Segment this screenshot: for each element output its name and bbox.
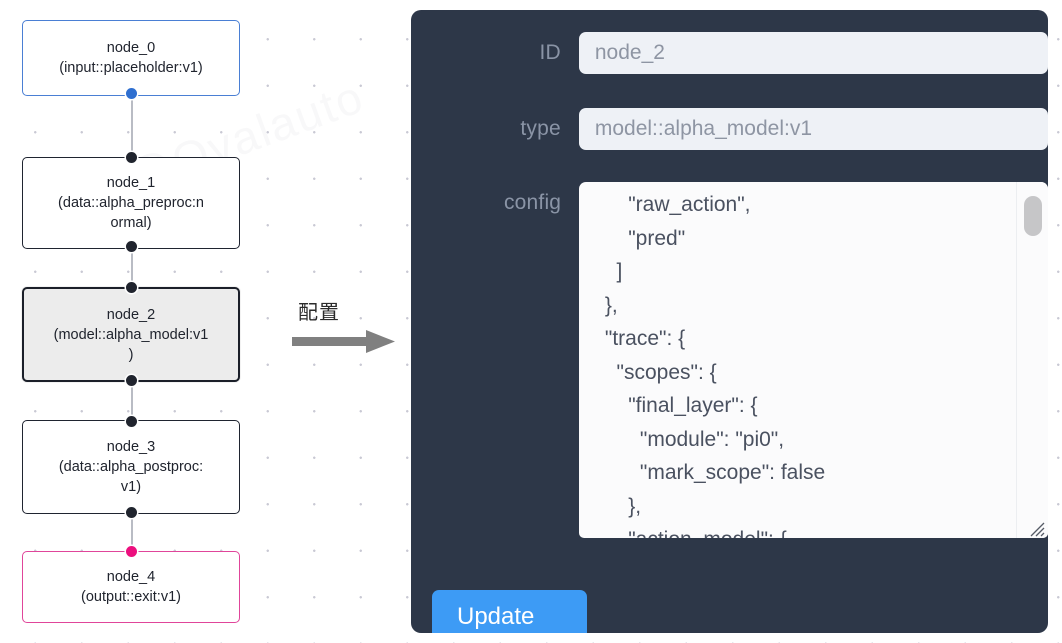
config-scrollbar-thumb[interactable]	[1024, 196, 1042, 236]
graph-node-node_1[interactable]: node_1 (data::alpha_preproc:n ormal)	[22, 157, 240, 249]
node-type-label-cont: v1)	[120, 479, 142, 495]
right-arrow-icon	[292, 330, 395, 353]
type-input[interactable]	[578, 108, 1048, 150]
config-textarea-wrapper[interactable]: "raw_action", "pred" ] }, "trace": { "sc…	[579, 182, 1048, 538]
graph-node-node_4[interactable]: node_4 (output::exit:v1)	[22, 551, 240, 623]
graph-node-node_2[interactable]: node_2 (model::alpha_model:v1 )	[22, 287, 240, 382]
edge-node1-node2	[130, 246, 133, 289]
config-scrollbar[interactable]	[1016, 182, 1048, 538]
field-row-id: ID	[411, 32, 1048, 74]
node-port-node0-output[interactable]	[126, 88, 137, 99]
type-field-label: type	[520, 117, 561, 140]
edge-node2-node3	[130, 379, 133, 422]
node-port-node1-output[interactable]	[126, 241, 137, 252]
node-port-node1-input[interactable]	[126, 152, 137, 163]
node-id-label: node_0	[106, 40, 156, 56]
node-type-label: (data::alpha_preproc:n	[58, 195, 204, 211]
config-field-label: config	[503, 191, 562, 214]
id-input[interactable]	[578, 32, 1048, 74]
node-id-label: node_4	[106, 569, 156, 585]
node-port-node4-input[interactable]	[126, 546, 137, 557]
node-type-label: (model::alpha_model:v1	[53, 326, 209, 343]
node-port-node3-output[interactable]	[126, 507, 137, 518]
node-id-label: node_3	[106, 439, 156, 455]
graph-node-node_0[interactable]: node_0 (input::placeholder:v1)	[22, 20, 240, 96]
node-id-label: node_1	[106, 175, 156, 191]
node-id-label: node_2	[106, 306, 156, 323]
node-config-panel: ID type config "raw_action", "pred" ] },…	[411, 10, 1048, 633]
node-port-node3-input[interactable]	[126, 416, 137, 427]
edge-node0-node1	[130, 93, 133, 157]
node-type-label: (input::placeholder:v1)	[59, 60, 203, 76]
node-type-label: (output::exit:v1)	[81, 589, 181, 605]
node-type-label-cont: )	[128, 346, 134, 363]
node-type-label: (data::alpha_postproc:	[58, 459, 204, 475]
annotation-label: 配置	[298, 300, 340, 324]
field-row-type: type	[411, 108, 1048, 150]
id-field-label: ID	[539, 41, 561, 64]
node-type-label-cont: ormal)	[110, 215, 152, 231]
resize-handle-icon[interactable]	[1026, 517, 1046, 537]
edge-node3-node4	[130, 511, 133, 553]
node-port-node2-output[interactable]	[126, 375, 137, 386]
graph-node-node_3[interactable]: node_3 (data::alpha_postproc: v1)	[22, 420, 240, 514]
field-row-config: config "raw_action", "pred" ] }, "trace"…	[411, 182, 1048, 538]
annotation-arrow-group: 配置	[292, 296, 402, 358]
config-textarea[interactable]: "raw_action", "pred" ] }, "trace": { "sc…	[604, 193, 826, 538]
node-port-node2-input[interactable]	[126, 282, 137, 293]
update-button[interactable]: Update	[432, 590, 587, 633]
